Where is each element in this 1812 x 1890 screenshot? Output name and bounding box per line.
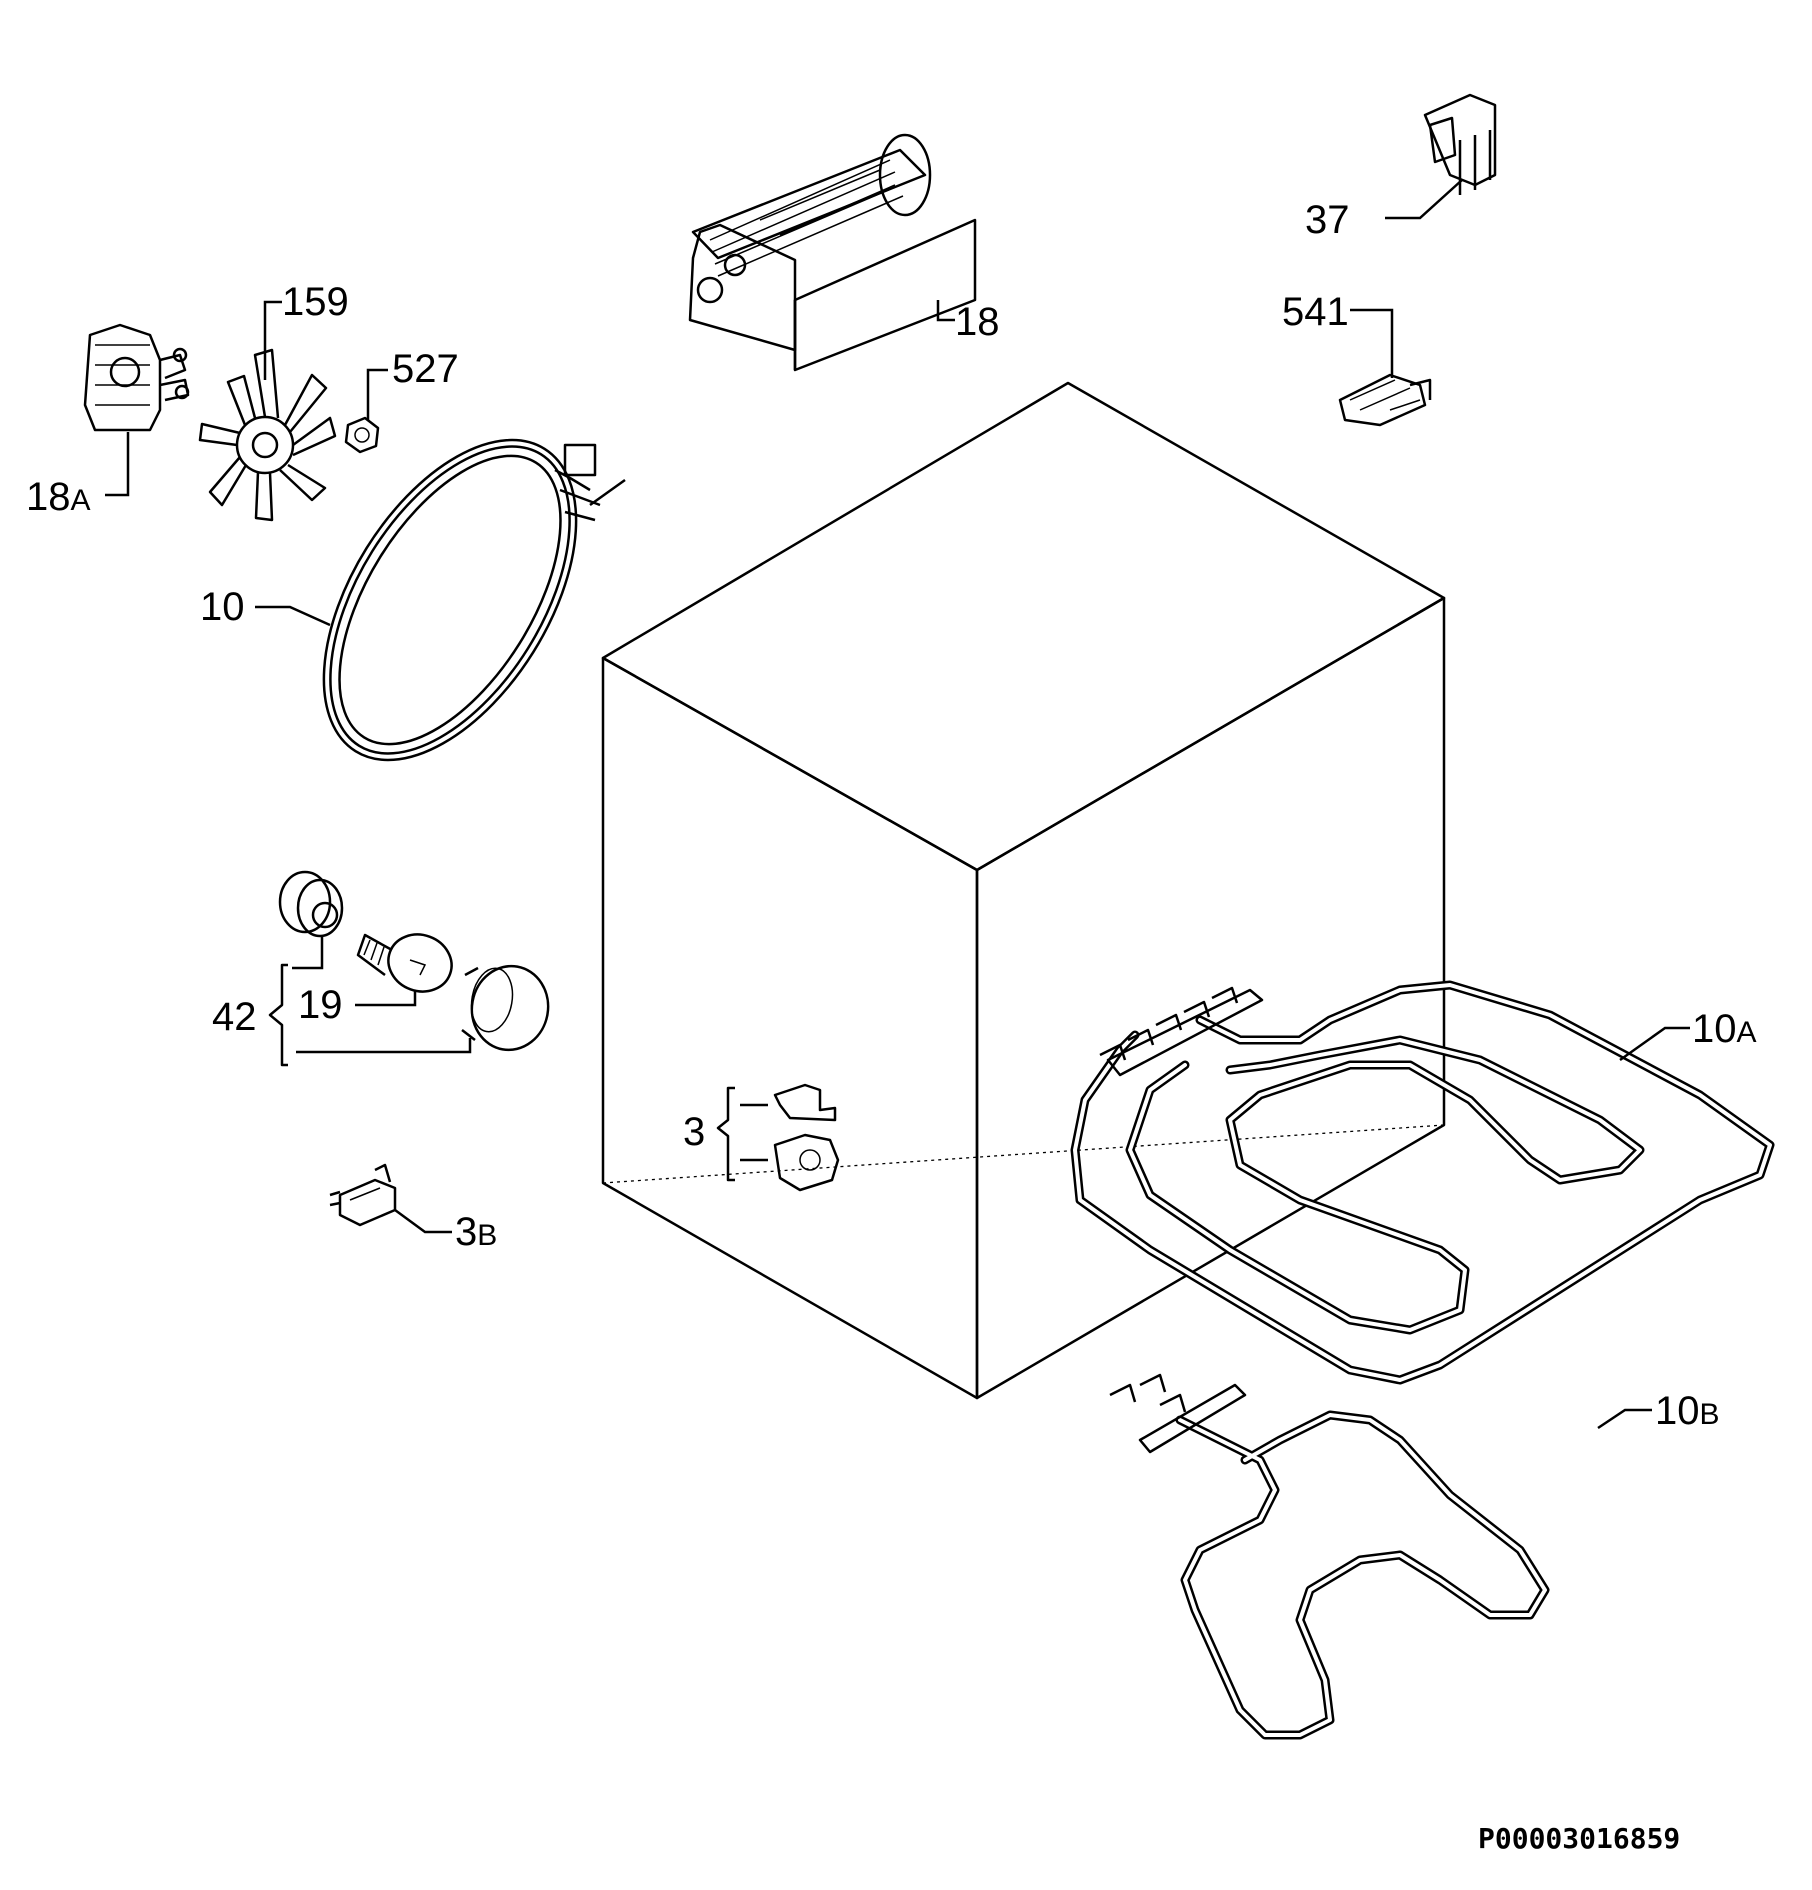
callout-10b: 10B [1655,1389,1720,1433]
clip-part-upper [773,1083,837,1122]
callout-19: 19 [298,983,343,1027]
fan-blade-part [198,348,337,522]
callout-10: 10 [200,585,245,629]
callout-18a: 18A [26,475,91,519]
callout-541: 541 [1282,290,1349,334]
lamp-cover-part [461,964,550,1052]
callout-37: 37 [1305,198,1350,242]
callout-527: 527 [392,347,459,391]
callout-18: 18 [955,300,1000,344]
door-switch-part [1338,373,1432,427]
clip-part-lower [773,1133,840,1192]
fan-motor-part [83,323,190,432]
callout-10a: 10A [1692,1007,1757,1051]
switch-part [1423,93,1497,195]
lamp-bulb-part [356,933,453,993]
callout-3b: 3B [455,1210,497,1254]
drawing-code: P00003016859 [1478,1822,1680,1855]
oven-cavity-box [601,381,1446,1400]
bottom-heating-element-part [1109,1373,1550,1740]
grill-heating-element-part [1070,980,1775,1385]
tangential-fan-part [688,133,977,372]
callout-3: 3 [683,1110,705,1154]
callout-159: 159 [282,280,349,324]
thermostat-part [329,1163,397,1227]
nut-part [344,416,380,454]
circular-heating-element-part [322,438,626,762]
lamp-holder-part [278,870,344,938]
callout-42: 42 [212,995,257,1039]
